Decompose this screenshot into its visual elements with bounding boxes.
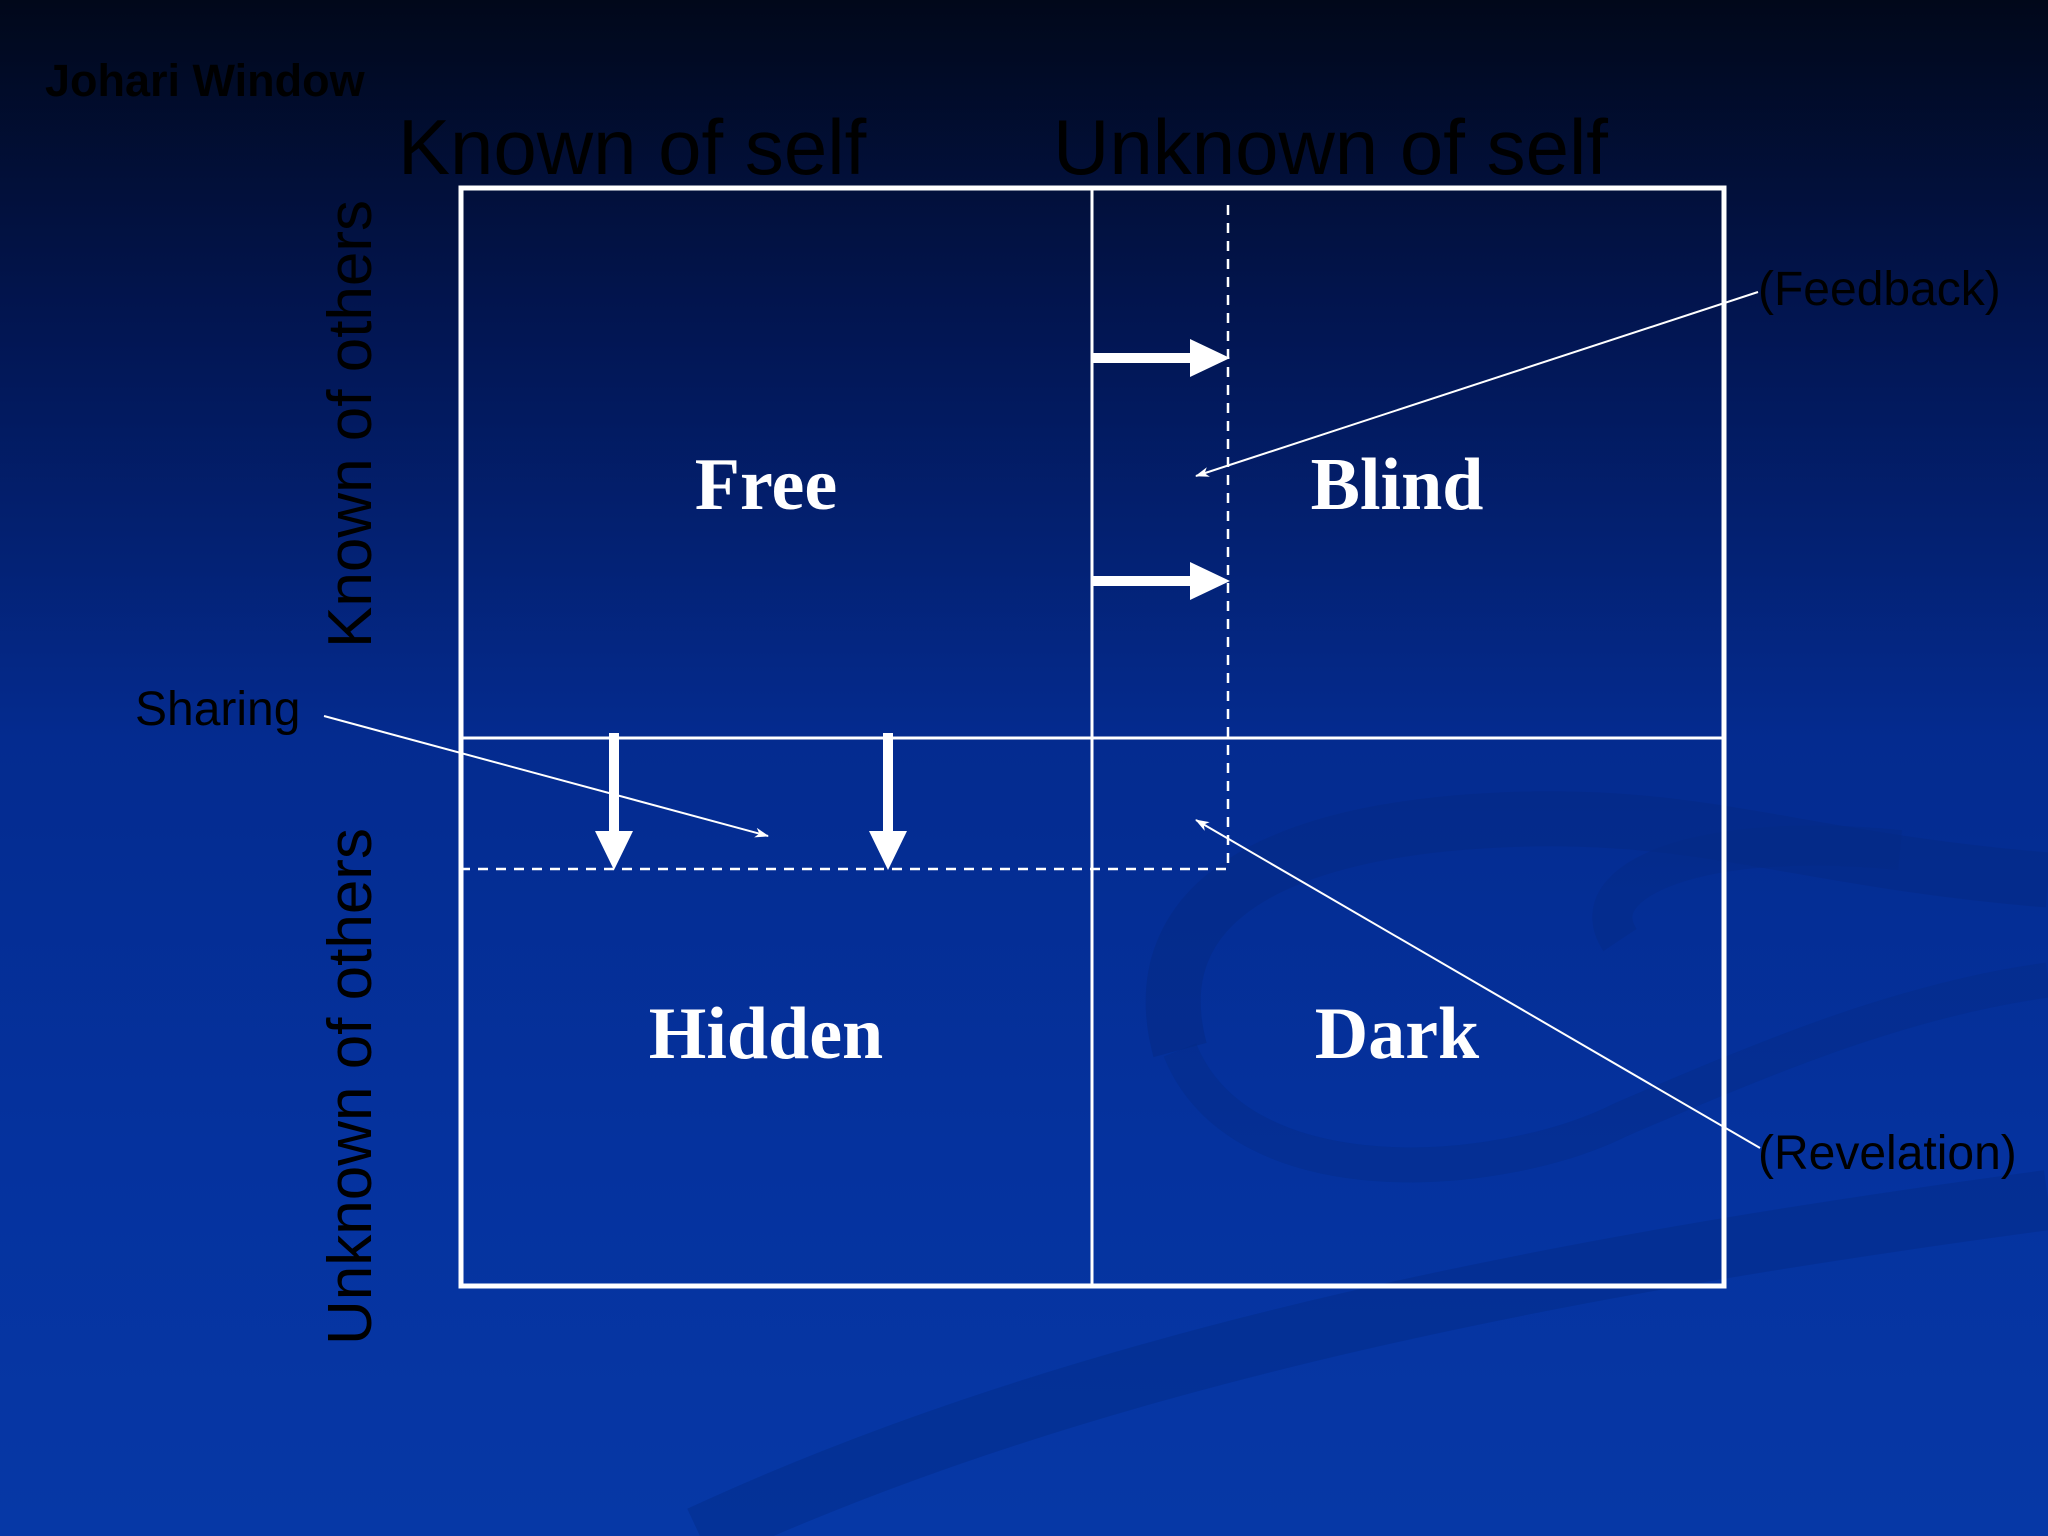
expanded-free-area-boundary [461, 205, 1230, 871]
feedback-arrow-lower [1092, 562, 1230, 600]
column-header-unknown-of-self: Unknown of self [1053, 103, 1608, 191]
sharing-leader-line [323, 715, 769, 838]
quadrant-hidden-label: Hidden [648, 993, 884, 1075]
slide-title: Johari Window [45, 55, 365, 106]
quadrant-free-label: Free [694, 444, 838, 526]
column-header-known-of-self: Known of self [398, 103, 867, 191]
feedback-annotation: (Feedback) [1758, 263, 2001, 316]
sharing-arrow-left [595, 733, 633, 870]
revelation-leader-line [1195, 819, 1761, 1149]
sharing-arrow-right [869, 733, 907, 870]
feedback-arrow-upper [1092, 339, 1230, 377]
feedback-leader-line [1195, 291, 1759, 477]
quadrant-blind-label: Blind [1310, 444, 1484, 526]
sharing-annotation: Sharing [135, 683, 301, 736]
revelation-annotation: (Revelation) [1758, 1127, 2017, 1180]
quadrant-dark-label: Dark [1314, 993, 1480, 1075]
